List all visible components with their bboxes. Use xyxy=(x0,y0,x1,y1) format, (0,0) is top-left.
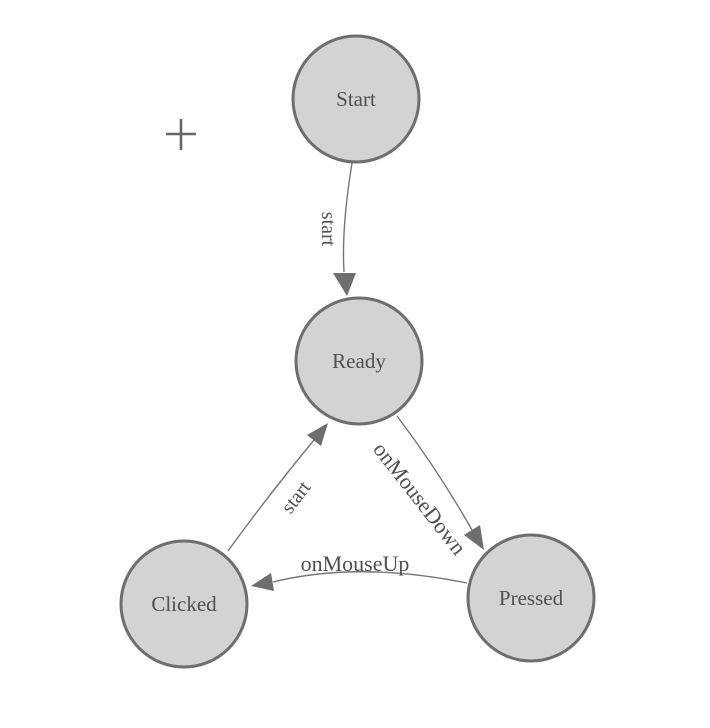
edge-arrowhead-clicked-ready-icon xyxy=(307,423,328,446)
node-label-ready: Ready xyxy=(332,349,386,373)
edge-label-onmousedown: onMouseDown xyxy=(368,437,471,559)
state-node-clicked: Clicked xyxy=(119,539,249,669)
state-node-ready: Ready xyxy=(294,296,424,426)
edge-clicked-to-ready: start xyxy=(227,423,328,552)
crosshair-plus-icon xyxy=(166,119,196,150)
edge-line-pressed-clicked[interactable] xyxy=(272,571,468,584)
node-circle-ready[interactable] xyxy=(294,296,424,426)
node-circle-pressed[interactable] xyxy=(466,533,596,663)
edge-start-to-ready: start xyxy=(317,162,356,296)
edge-label-start-clicked-ready: start xyxy=(277,477,316,518)
state-node-start: Start xyxy=(291,34,421,164)
node-label-clicked: Clicked xyxy=(151,592,217,616)
edge-arrowhead-pressed-clicked-icon xyxy=(251,573,274,591)
edge-line-ready-pressed[interactable] xyxy=(396,415,473,531)
node-circle-start[interactable] xyxy=(291,34,421,164)
edge-arrowhead-ready-pressed-icon xyxy=(464,525,484,550)
state-node-pressed: Pressed xyxy=(466,533,596,663)
node-label-pressed: Pressed xyxy=(499,586,564,610)
edge-label-onmouseup: onMouseUp xyxy=(301,551,410,576)
node-label-start: Start xyxy=(336,87,376,111)
edge-line-clicked-ready[interactable] xyxy=(227,439,315,552)
edge-label-start-ready: start xyxy=(317,212,339,247)
edge-pressed-to-clicked: onMouseUp xyxy=(251,551,468,591)
node-circle-clicked[interactable] xyxy=(119,539,249,669)
edge-ready-to-pressed: onMouseDown xyxy=(368,415,484,560)
edge-arrowhead-start-ready-icon xyxy=(333,273,356,296)
edge-line-start-ready[interactable] xyxy=(342,162,353,273)
